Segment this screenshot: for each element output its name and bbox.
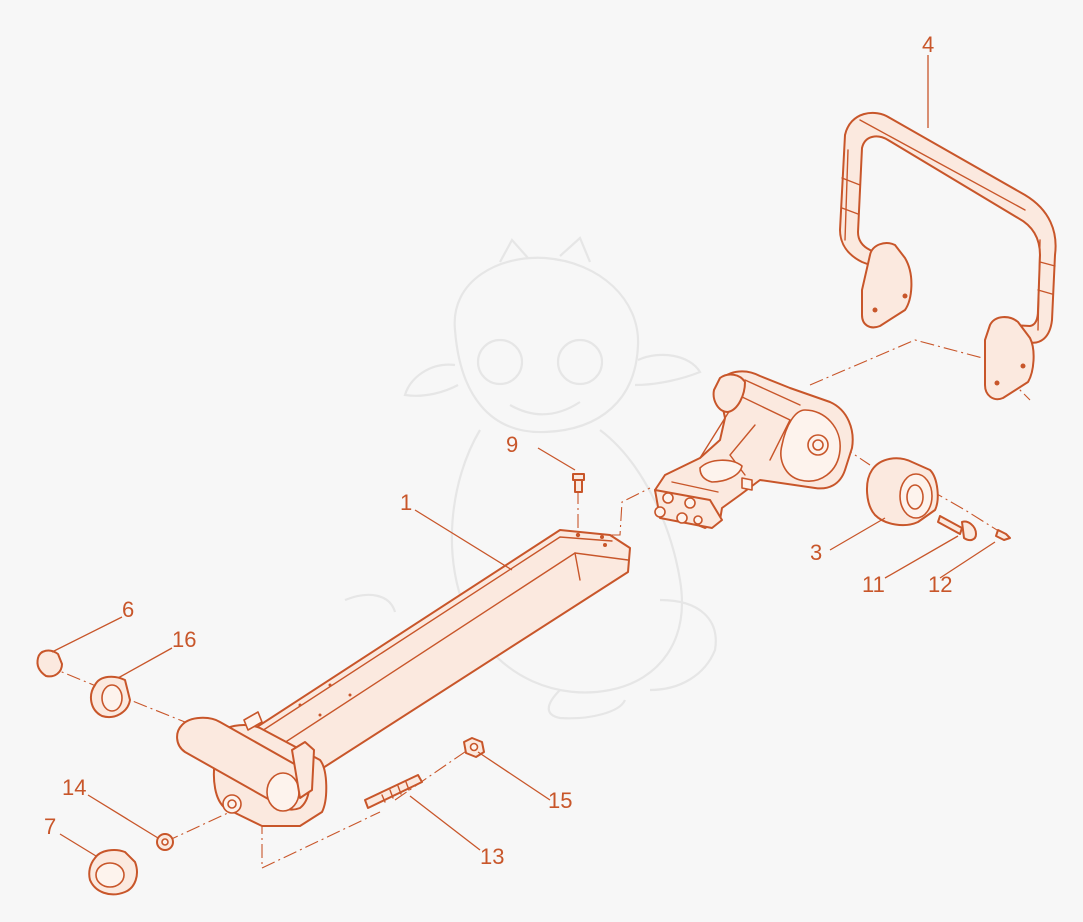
callout-16: 16 <box>172 627 196 652</box>
callout-9: 9 <box>506 432 518 457</box>
callout-4: 4 <box>922 32 934 57</box>
callout-3: 3 <box>810 540 822 565</box>
part-9-screw <box>572 473 585 493</box>
callout-14: 14 <box>62 775 86 800</box>
mascot-watermark <box>344 236 717 720</box>
part-14-washer <box>156 833 174 851</box>
callout-1: 1 <box>400 490 412 515</box>
part-4-handle <box>839 111 1057 401</box>
part-1-beam <box>239 529 631 776</box>
callout-13: 13 <box>480 844 504 869</box>
part-6-pin <box>36 649 63 678</box>
leader-lines <box>51 55 996 857</box>
callout-labels: 4 9 1 3 11 12 6 16 14 15 7 13 <box>44 32 952 869</box>
swing-arm-casting <box>654 370 854 529</box>
callout-7: 7 <box>44 814 56 839</box>
beam-end-bracket <box>176 711 328 827</box>
callout-15: 15 <box>548 788 572 813</box>
part-13-threaded-stud <box>364 774 423 809</box>
part-7-cap <box>88 849 138 896</box>
part-12-screw <box>995 529 1011 541</box>
part-3-roller <box>866 457 939 527</box>
callout-6: 6 <box>122 597 134 622</box>
callout-12: 12 <box>928 572 952 597</box>
part-16-bushing <box>89 675 131 718</box>
callout-11: 11 <box>862 572 885 597</box>
part-11-bolt <box>937 515 977 542</box>
